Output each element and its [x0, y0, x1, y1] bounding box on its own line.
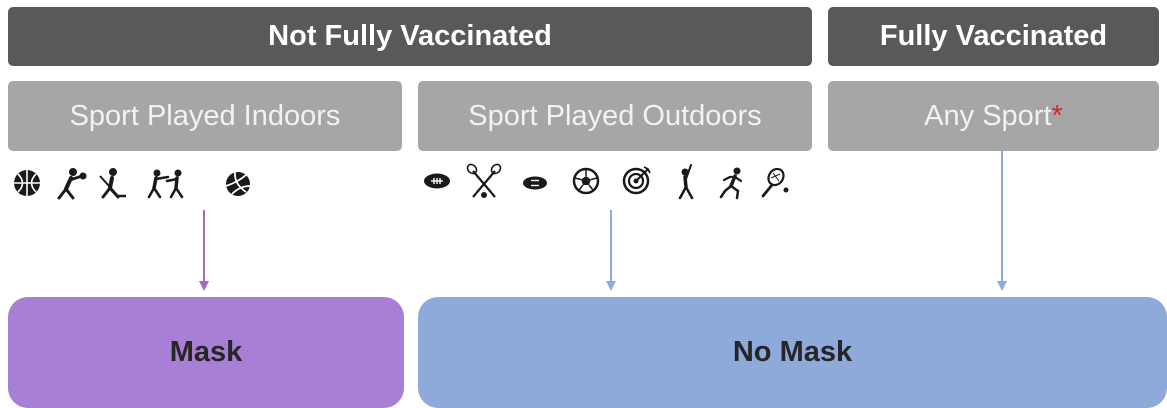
- rugby-ball-icon: [523, 176, 547, 190]
- category-outdoors-label: Sport Played Outdoors: [468, 99, 762, 132]
- category-indoors-label: Sport Played Indoors: [69, 99, 341, 132]
- header-fully-vaccinated: Fully Vaccinated: [828, 7, 1159, 66]
- asterisk-marker: *: [1051, 99, 1063, 132]
- outcome-no-mask-label: No Mask: [732, 336, 853, 368]
- runner-icon: [719, 167, 743, 200]
- arrow-outdoors-to-no-mask: [606, 210, 616, 291]
- arrow-indoors-to-mask: [199, 210, 209, 291]
- arrow-any-to-no-mask: [997, 151, 1007, 291]
- boxing-icon: [57, 168, 87, 200]
- volleyball-icon: [225, 171, 251, 196]
- outcome-mask-label: Mask: [169, 336, 243, 368]
- outcome-no-mask: No Mask: [418, 297, 1167, 408]
- header-fully-vaccinated-label: Fully Vaccinated: [879, 20, 1108, 52]
- category-indoors: Sport Played Indoors: [8, 81, 402, 151]
- category-any-sport: Any Sport*: [828, 81, 1159, 151]
- soccer-ball-icon: [572, 167, 600, 195]
- header-not-fully-vaccinated-label: Not Fully Vaccinated: [268, 20, 552, 52]
- basketball-icon: [14, 170, 40, 196]
- outcome-mask: Mask: [8, 297, 404, 408]
- header-not-fully-vaccinated: Not Fully Vaccinated: [8, 7, 812, 66]
- baseball-batter-icon: [678, 164, 694, 200]
- wrestling-icon: [147, 169, 184, 199]
- football-icon: [424, 173, 450, 189]
- category-outdoors: Sport Played Outdoors: [418, 81, 812, 151]
- tennis-racket-icon: [761, 167, 789, 198]
- target-icon: [622, 166, 651, 195]
- lacrosse-sticks-icon: [466, 163, 502, 198]
- hockey-icon: [99, 168, 126, 199]
- category-any-sport-label: Any Sport: [924, 99, 1052, 132]
